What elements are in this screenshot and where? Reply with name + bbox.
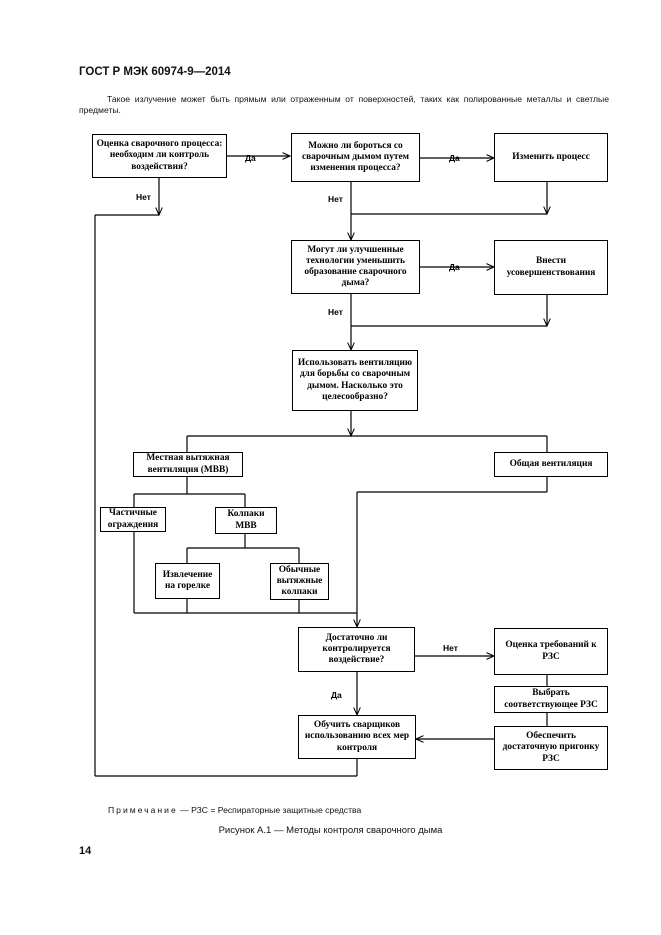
yes-label: Да: [449, 153, 460, 163]
change-process-box: Изменить процесс: [494, 133, 608, 182]
standard-header: ГОСТ Р МЭК 60974-9—2014: [79, 66, 231, 78]
use-ventilation-box: Использовать вентиляцию для борьбы со св…: [292, 350, 418, 411]
yes-label: Да: [245, 153, 256, 163]
assess-rpe-box: Оценка требований к РЗС: [494, 628, 608, 675]
no-label: Нет: [136, 192, 151, 202]
no-label: Нет: [328, 194, 343, 204]
introduce-improvements-box: Внести усовершенствования: [494, 240, 608, 295]
improved-tech-box: Могут ли улучшенные технологии уменьшить…: [291, 240, 420, 294]
assess-process-box: Оценка сварочного процесса: необходим ли…: [92, 134, 227, 178]
local-exhaust-box: Местная вытяжная вентиляция (МВВ): [133, 452, 243, 477]
no-label: Нет: [443, 643, 458, 653]
torch-extraction-box: Извлечение на горелке: [155, 563, 220, 599]
ordinary-hoods-box: Обычные вытяжные колпаки: [270, 563, 329, 600]
general-ventilation-box: Общая вентиляция: [494, 452, 608, 477]
intro-paragraph: Такое излучение может быть прямым или от…: [79, 94, 609, 115]
train-welders-box: Обучить сварщиков использованию всех мер…: [298, 715, 416, 759]
partial-enclosures-box: Частичные ограждения: [100, 507, 166, 532]
note-text: — РЗС = Респираторные защитные средства: [177, 805, 362, 815]
figure-caption: Рисунок А.1 — Методы контроля сварочного…: [218, 825, 443, 836]
figure-note: Примечание — РЗС = Респираторные защитны…: [108, 805, 361, 815]
yes-label: Да: [449, 262, 460, 272]
yes-label: Да: [331, 690, 342, 700]
fight-by-change-box: Можно ли бороться со сварочным дымом пут…: [291, 133, 420, 182]
note-prefix: Примечание: [108, 805, 178, 815]
lev-hoods-box: Колпаки МВВ: [215, 507, 277, 534]
page-number: 14: [79, 845, 92, 857]
select-rpe-box: Выбрать соответствующее РЗС: [494, 686, 608, 713]
adequate-control-box: Достаточно ли контролируется воздействие…: [298, 627, 415, 672]
ensure-fit-box: Обеспечить достаточную пригонку РЗС: [494, 726, 608, 770]
no-label: Нет: [328, 307, 343, 317]
